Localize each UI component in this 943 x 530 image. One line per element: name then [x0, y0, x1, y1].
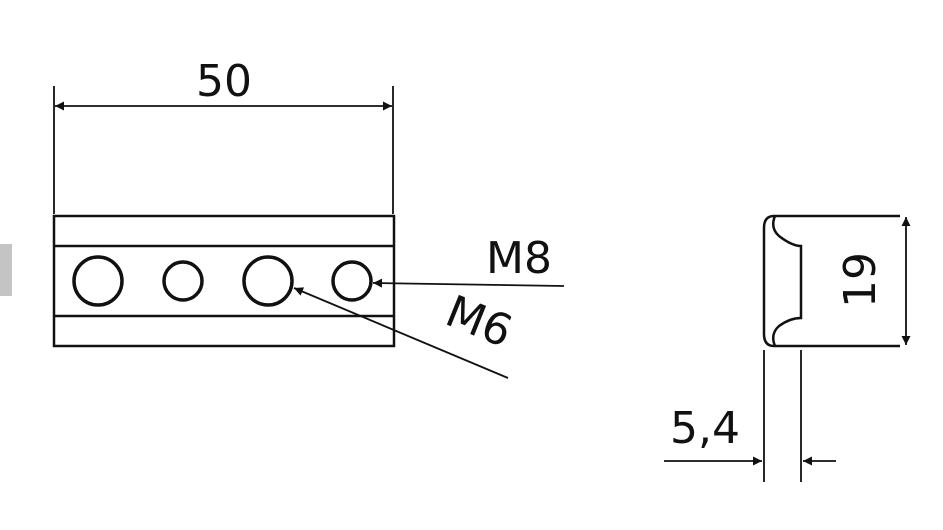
width-label: 50: [196, 56, 252, 107]
height-label: 19: [835, 252, 886, 308]
m6-leader-line: [293, 287, 509, 379]
thickness-dimension: [664, 350, 836, 482]
hole-m6-right: [331, 260, 373, 302]
hole-m8-left: [72, 255, 124, 307]
side-view: [762, 214, 900, 348]
hole-m6-left: [162, 260, 204, 302]
hole-m8-right: [242, 255, 294, 307]
plate-outline: [52, 214, 396, 348]
thread-m6-label: M6: [439, 286, 519, 358]
profile-outline: [762, 214, 900, 348]
m8-leader-line: [372, 278, 565, 288]
front-view: [52, 214, 396, 348]
thickness-label: 5,4: [670, 403, 740, 454]
edge-scroll-tab: [0, 244, 12, 296]
thread-m8-label: M8: [486, 233, 552, 284]
width-dimension: [53, 86, 394, 214]
